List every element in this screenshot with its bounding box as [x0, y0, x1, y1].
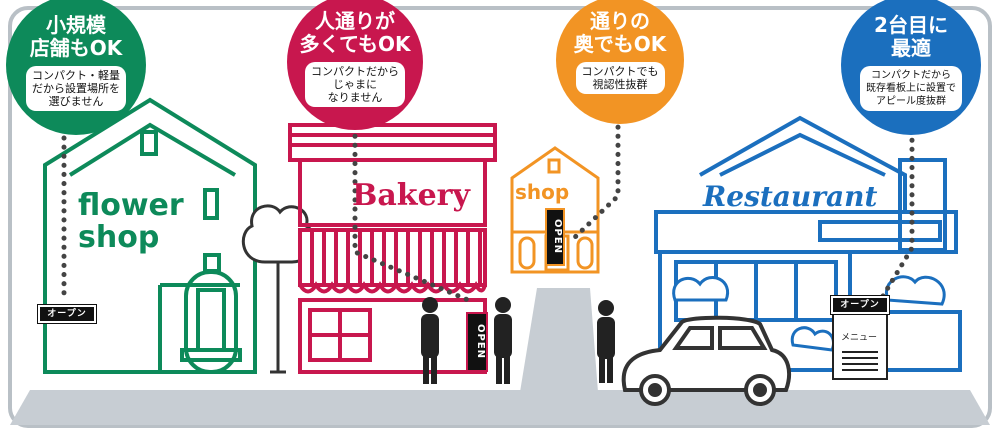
callout-desc-line1: コンパクトでも	[581, 65, 659, 78]
callout-desc-line3: アピール度抜群	[876, 96, 946, 107]
callout-description: コンパクトでも 視認性抜群	[575, 62, 665, 94]
callout-desc-line2: 視認性抜群	[592, 78, 648, 91]
callout-title-line2: 奥でもOK	[573, 32, 667, 56]
pedestrian-icon	[494, 297, 512, 384]
callout-desc-line2: 既存看板上に設置で	[866, 83, 956, 94]
callout-description: コンパクトだから 既存看板上に設置で アピール度抜群	[860, 66, 962, 111]
callout-desc-line2: じゃまに	[333, 78, 377, 91]
car-icon	[621, 315, 791, 406]
callout-desc-line1: コンパクトだから	[311, 65, 399, 78]
callout-desc-line3: 選びません	[48, 95, 104, 108]
callout-back-street: 通りの 奥でもOK コンパクトでも 視認性抜群	[556, 0, 684, 124]
callout-small-store: 小規模 店舗もOK コンパクト・軽量 だから設置場所を 選びません	[6, 2, 146, 142]
callout-title-line1: 通りの	[590, 9, 650, 33]
scene-frame	[8, 6, 992, 428]
callout-description: コンパクトだから じゃまに なりません	[305, 62, 405, 107]
pedestrian-icon	[421, 297, 439, 384]
open-sign-bakery: OPEN	[466, 312, 488, 372]
flower-shop-sign-line1: flower	[78, 188, 184, 223]
menu-board	[832, 312, 888, 380]
ground	[10, 390, 990, 425]
bakery-building	[288, 123, 497, 374]
callout-desc-line3: なりません	[327, 91, 383, 104]
callout-title-line1: 2台目に	[874, 13, 948, 37]
callout-desc-line2: だから設置場所を	[32, 82, 120, 95]
alley-road	[520, 288, 598, 392]
callout-busy-street: 人通りが 多くてもOK コンパクトだから じゃまに なりません	[287, 0, 423, 136]
callout-desc-line1: コンパクトだから	[871, 70, 951, 81]
bakery-sign: Bakery	[352, 178, 470, 213]
flower-shop-building	[43, 97, 257, 374]
callout-title-line2: 多くてもOK	[299, 32, 411, 56]
callout-title-line1: 人通りが	[315, 9, 395, 33]
small-shop-sign: shop	[515, 180, 570, 204]
callout-description: コンパクト・軽量 だから設置場所を 選びません	[26, 66, 126, 111]
open-sign-flower: オープン	[37, 304, 97, 324]
pedestrian-icon	[597, 300, 615, 383]
callout-title-line2: 店舗もOK	[29, 36, 123, 60]
restaurant-sign: Restaurant	[703, 180, 878, 213]
callout-leaders	[61, 115, 915, 303]
bakery-awning-stripes	[310, 232, 482, 286]
callout-desc-line1: コンパクト・軽量	[32, 69, 120, 82]
flower-shop-sign-line2: shop	[78, 220, 160, 255]
open-sign-small-shop: OPEN	[545, 208, 565, 266]
menu-label: メニュー	[841, 333, 878, 343]
callout-second-unit: 2台目に 最適 コンパクトだから 既存看板上に設置で アピール度抜群	[841, 2, 981, 142]
shrub-icon	[672, 275, 946, 352]
callout-title-line1: 小規模	[46, 13, 106, 37]
callout-title-line2: 最適	[891, 36, 931, 60]
open-sign-restaurant: オープン	[830, 295, 890, 315]
